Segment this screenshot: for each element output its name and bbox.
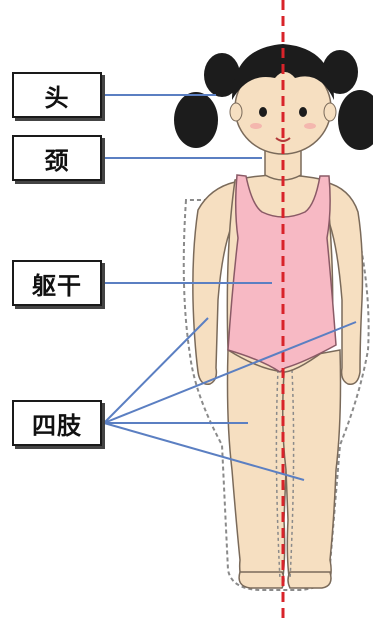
left-cheek xyxy=(250,123,262,129)
right-foot xyxy=(288,572,331,588)
label-head: 头 xyxy=(12,72,102,118)
right-cheek xyxy=(304,123,316,129)
label-neck: 颈 xyxy=(12,135,102,181)
label-torso: 躯干 xyxy=(12,260,102,306)
right-leg xyxy=(283,350,341,584)
right-eye xyxy=(299,107,307,117)
left-eye xyxy=(259,107,267,117)
girl-figure xyxy=(174,44,373,590)
left-foot xyxy=(239,572,284,588)
left-pigtail xyxy=(174,92,218,148)
right-ear xyxy=(324,103,336,121)
label-limbs: 四肢 xyxy=(12,400,102,446)
right-pigtail xyxy=(338,90,373,150)
left-ear xyxy=(230,103,242,121)
